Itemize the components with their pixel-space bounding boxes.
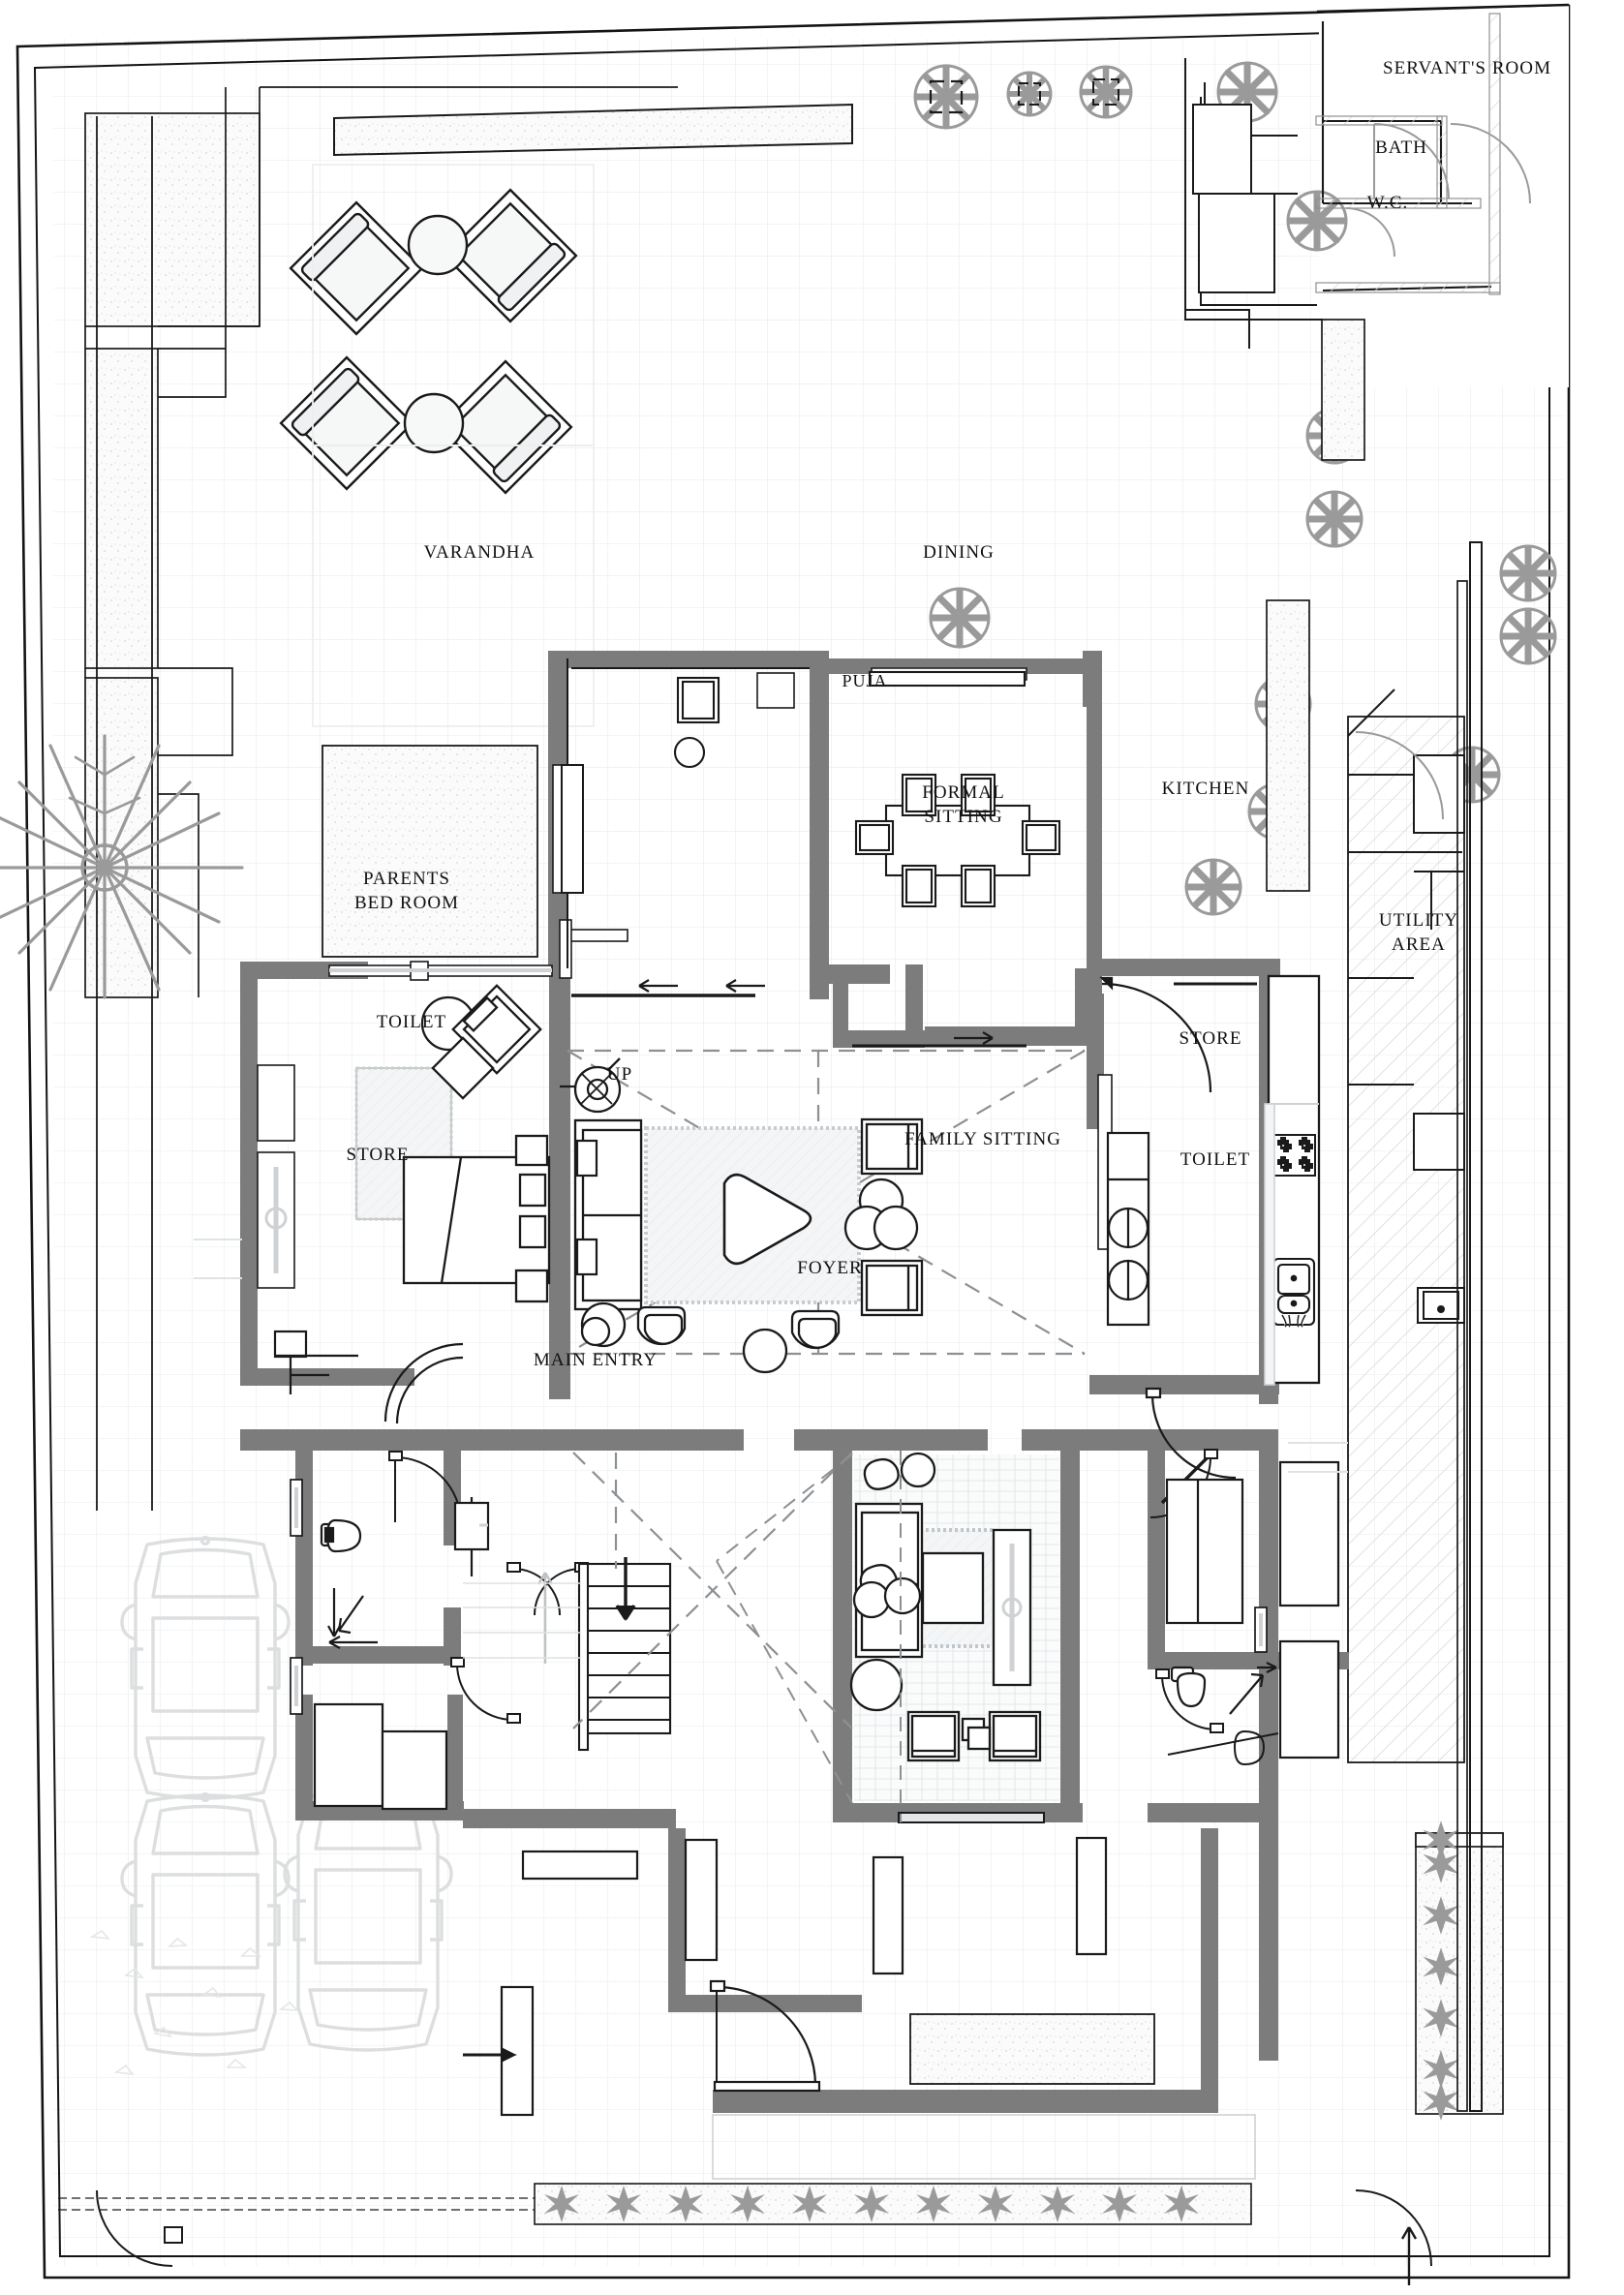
armchair — [906, 1710, 1042, 1762]
garden-bench — [333, 103, 853, 157]
sofa — [573, 1118, 643, 1311]
entry-arrow-icon — [463, 2047, 517, 2063]
wc-icon — [320, 1518, 362, 1553]
palm-symbol-group-bottom — [544, 2186, 1199, 2222]
window-symbol — [257, 1064, 295, 1289]
shower-arrow-icon — [1229, 1662, 1277, 1715]
entry-arrow-icon — [1400, 2226, 1418, 2285]
double-bed — [402, 1134, 551, 1303]
door-swing — [383, 1342, 464, 1424]
sink-icon — [1272, 1257, 1316, 1328]
tv-unit — [992, 1528, 1032, 1687]
armchair — [860, 1117, 924, 1317]
door-swing — [450, 1657, 521, 1724]
nest-table-cluster — [843, 1178, 919, 1251]
car-icon — [120, 1791, 291, 2057]
dining-chair — [854, 773, 1061, 908]
floor-lamp — [560, 1057, 622, 1114]
wc-icon — [1170, 1666, 1207, 1708]
car-icon — [120, 1535, 291, 1800]
shower-arrow-icon — [327, 1588, 378, 1649]
stove-icon — [1272, 1134, 1316, 1177]
shrub-circle-group-top — [913, 61, 1348, 649]
window-symbol — [328, 961, 553, 981]
sliding-door-arrows — [571, 979, 1026, 1048]
up-arrow-icon — [615, 1557, 636, 1621]
palm-symbol-group-right — [1423, 1821, 1459, 2121]
tub-chair — [580, 1301, 841, 1374]
conifer-tree-icon — [0, 734, 244, 999]
door-swing — [1099, 976, 1257, 1093]
side-table-icon — [403, 214, 469, 454]
centre-table — [722, 1173, 812, 1266]
lounge-chair-icon — [279, 188, 578, 495]
door-swing — [1155, 1668, 1224, 1733]
door-swing — [1145, 1387, 1237, 1480]
door-swing — [709, 1979, 821, 2093]
planter-bed-bottom — [58, 2183, 1252, 2225]
bean-bag — [849, 1452, 936, 1712]
